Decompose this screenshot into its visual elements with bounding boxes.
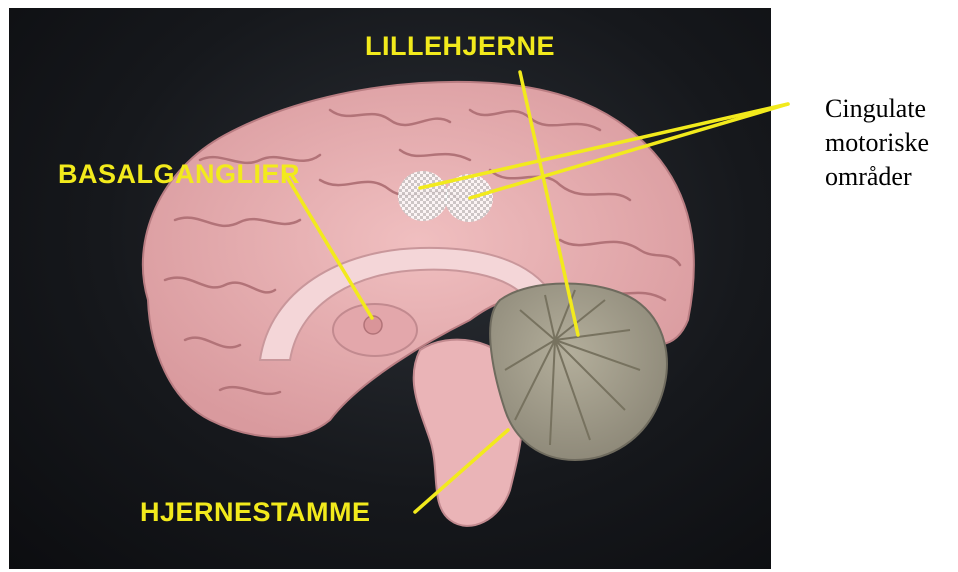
side-label-line-2: motoriske <box>825 126 929 160</box>
side-label-line-3: områder <box>825 160 929 194</box>
cingulate-area-left <box>398 171 448 221</box>
label-basalganglier: BASALGANGLIER <box>58 159 300 189</box>
side-label-line-1: Cingulate <box>825 92 929 126</box>
label-lillehjerne: LILLEHJERNE <box>365 31 555 61</box>
label-hjernestamme: HJERNESTAMME <box>140 497 371 527</box>
cingulate-motor-areas-label: Cingulate motoriske områder <box>825 92 929 194</box>
cerebellum <box>490 284 667 461</box>
